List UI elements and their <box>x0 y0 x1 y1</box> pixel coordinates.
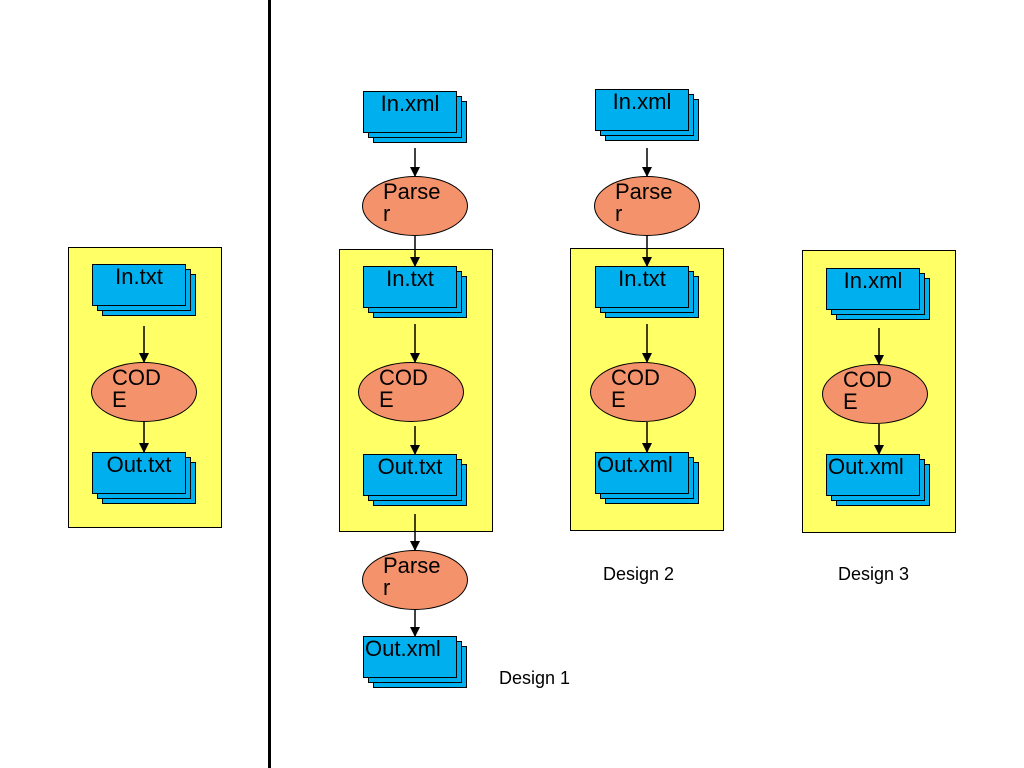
design2-input-label: In.xml <box>612 89 672 114</box>
design1-output-label: Out.xml <box>365 636 441 661</box>
design1-inner-output-doc: Out.txt <box>363 454 467 506</box>
design3-input-label: In.xml <box>843 268 903 293</box>
design3-output-label: Out.xml <box>828 454 904 479</box>
design2-code-label: CODE <box>611 365 660 412</box>
design3-caption: Design 3 <box>838 564 910 584</box>
design2-output-doc: Out.xml <box>595 452 699 504</box>
design2-output-label: Out.xml <box>597 452 673 477</box>
design1-code-process: CODE <box>358 362 464 422</box>
design1-input-label: In.xml <box>380 91 440 116</box>
design2-inner-input-doc: In.txt <box>595 266 699 318</box>
reference-code-process: CODE <box>91 362 197 422</box>
reference-output-label: Out.txt <box>106 452 172 477</box>
design2-input-doc: In.xml <box>595 89 699 141</box>
design1-input-doc: In.xml <box>363 91 467 143</box>
design2-parser-in-process: Parser <box>594 176 700 236</box>
design1-inner-input-doc: In.txt <box>363 266 467 318</box>
design3-input-doc: In.xml <box>826 268 930 320</box>
design1-parser-in-process: Parser <box>362 176 468 236</box>
design2-inner-input-label: In.txt <box>618 266 666 291</box>
design2-code-process: CODE <box>590 362 696 422</box>
design1-parser-out-label: Parser <box>383 553 441 600</box>
design1-output-doc: Out.xml <box>363 636 467 688</box>
divider-line <box>268 0 271 768</box>
reference-input-doc: In.txt <box>92 264 196 316</box>
design3-code-label: CODE <box>843 367 892 414</box>
design2-parser-in-label: Parser <box>615 179 673 226</box>
reference-input-label: In.txt <box>115 264 163 289</box>
design3-code-process: CODE <box>822 364 928 424</box>
design1-parser-out-process: Parser <box>362 550 468 610</box>
design1-parser-in-label: Parser <box>383 179 441 226</box>
design1-inner-output-label: Out.txt <box>377 454 443 479</box>
design3-output-doc: Out.xml <box>826 454 930 506</box>
reference-output-doc: Out.txt <box>92 452 196 504</box>
design1-inner-input-label: In.txt <box>386 266 434 291</box>
design2-caption: Design 2 <box>603 564 675 584</box>
design1-caption: Design 1 <box>499 668 571 688</box>
reference-code-label: CODE <box>112 365 161 412</box>
design1-code-label: CODE <box>379 365 428 412</box>
